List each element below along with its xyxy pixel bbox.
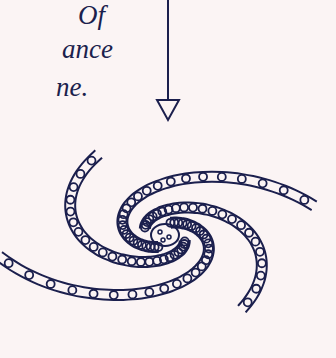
note-text: ance: [62, 36, 113, 63]
cloud-loop: [183, 274, 191, 282]
cloud-loop: [5, 259, 13, 267]
cloud-loop: [252, 285, 260, 293]
spiral-arm: [150, 212, 257, 305]
cloud-loop: [143, 187, 151, 195]
cloud-loop: [127, 198, 135, 206]
cloud-loop: [110, 291, 118, 299]
cloud-loop: [87, 157, 95, 165]
cloud-loop: [128, 290, 136, 298]
cloud-loop: [81, 236, 89, 244]
cloud-loop: [154, 182, 162, 190]
cloud-loop: [208, 207, 216, 215]
spiral-arm: [117, 172, 316, 252]
spiral-arm: [140, 202, 267, 312]
cloud-loop: [238, 175, 246, 183]
cloud-loop: [145, 258, 153, 266]
cloud-loop: [228, 215, 236, 223]
cloud-loop: [218, 210, 226, 218]
cloud-loop: [68, 286, 76, 294]
cloud-loop: [245, 229, 253, 237]
cloud-loop: [153, 257, 161, 265]
cloud-loop: [172, 204, 180, 212]
storm-eye: [151, 224, 179, 246]
cloud-loop: [25, 271, 33, 279]
cloud-loop: [192, 269, 200, 277]
note-text: ne.: [56, 74, 88, 101]
cloud-loop: [160, 285, 168, 293]
cloud-loop: [189, 204, 197, 212]
cloud-loop: [66, 196, 74, 204]
cloud-loop: [145, 288, 153, 296]
cloud-loop: [182, 174, 190, 182]
cloud-loop: [180, 203, 188, 211]
arrow-shaft: [167, 0, 169, 100]
cloud-loop: [66, 208, 74, 216]
note-text: Of: [78, 2, 105, 29]
arrow-head: [157, 100, 179, 120]
cloud-loop: [47, 280, 55, 288]
cloud-loop: [280, 186, 288, 194]
cloud-loop: [300, 196, 308, 204]
eye-mark: [158, 230, 162, 234]
cloud-loop: [258, 259, 266, 267]
eye-mark: [167, 235, 171, 239]
cloud-loop: [199, 173, 207, 181]
cloud-loop: [118, 255, 126, 263]
cloud-loop: [134, 192, 142, 200]
cloud-loop: [69, 218, 77, 226]
cloud-loop: [256, 248, 264, 256]
eye-mark: [161, 238, 165, 242]
cloud-loop: [252, 238, 260, 246]
spiral-arm: [65, 150, 190, 267]
cloud-loop: [108, 253, 116, 261]
cloud-loop: [173, 280, 181, 288]
cloud-loop: [76, 170, 84, 178]
spiral-arm: [127, 182, 311, 242]
cloud-loop: [137, 258, 145, 266]
cloud-loop: [90, 243, 98, 251]
cloud-loop: [257, 272, 265, 280]
cloud-loop: [218, 173, 226, 181]
cloud-loop: [259, 179, 267, 187]
cloud-loop: [70, 183, 78, 191]
cloud-loop: [90, 290, 98, 298]
cloud-loop: [99, 248, 107, 256]
cloud-loop: [244, 298, 252, 306]
cloud-loop: [167, 178, 175, 186]
cloud-loop: [199, 205, 207, 213]
cloud-loop: [74, 228, 82, 236]
cloud-loop: [128, 257, 136, 265]
cloud-loop: [237, 221, 245, 229]
